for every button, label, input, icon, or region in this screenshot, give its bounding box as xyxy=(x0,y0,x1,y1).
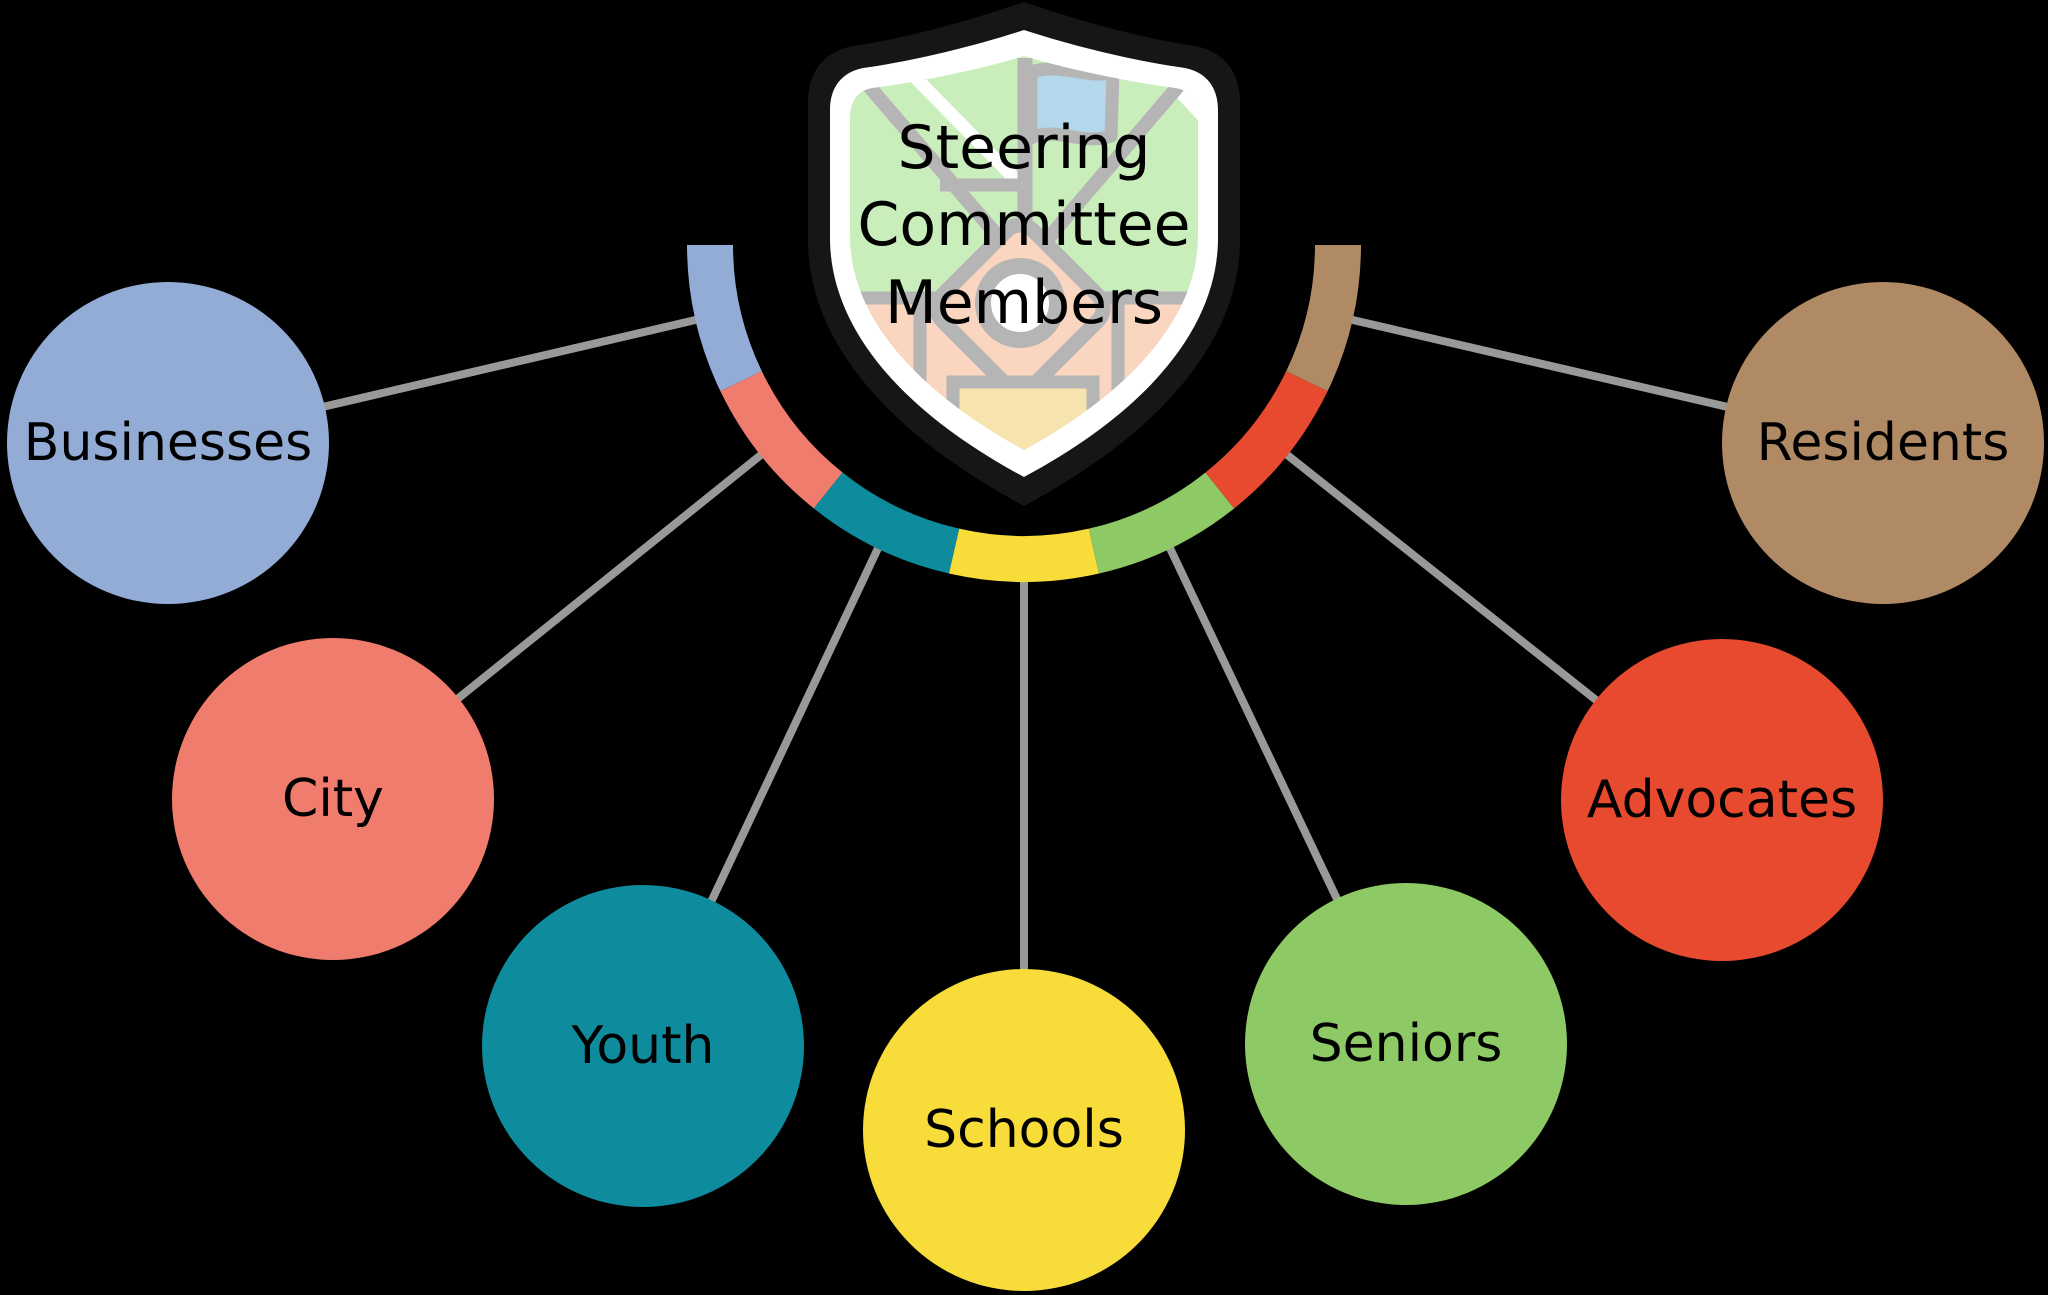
arc-segment-seniors xyxy=(1088,472,1235,574)
member-circle-seniors xyxy=(1245,883,1567,1205)
arc-ring xyxy=(687,244,1361,582)
member-circle-city xyxy=(172,638,494,960)
arc-segment-advocates xyxy=(1205,370,1328,509)
member-circle-youth xyxy=(482,885,804,1207)
title-line-1: Steering xyxy=(898,113,1151,183)
shield-badge: Steering Committee Members xyxy=(808,2,1240,506)
shield-title: Steering Committee Members xyxy=(857,113,1190,338)
map-road-diagonal-left xyxy=(850,65,1014,253)
member-circle-advocates xyxy=(1561,639,1883,961)
title-line-2: Committee xyxy=(857,190,1190,260)
member-label-seniors: Seniors xyxy=(1310,1014,1503,1074)
map-flag xyxy=(1024,62,1120,146)
title-line-3: Members xyxy=(885,268,1163,338)
member-label-schools: Schools xyxy=(924,1100,1124,1160)
arc-segment-city xyxy=(720,370,843,509)
member-circle-businesses xyxy=(7,282,329,604)
arc-segment-businesses xyxy=(687,244,762,392)
map-roundabout xyxy=(975,258,1065,348)
arc-segment-youth xyxy=(813,472,960,574)
member-label-residents: Residents xyxy=(1757,413,2010,473)
member-label-city: City xyxy=(282,769,384,829)
arc-segment-residents xyxy=(1286,244,1361,392)
map-road-diagonal-right xyxy=(1034,65,1198,253)
member-label-businesses: Businesses xyxy=(24,413,312,473)
member-circle-residents xyxy=(1722,282,2044,604)
member-label-youth: Youth xyxy=(571,1016,715,1076)
arc-segment-schools xyxy=(948,528,1100,582)
member-circle-schools xyxy=(863,969,1185,1291)
connector-lines xyxy=(167,314,1884,1130)
member-label-advocates: Advocates xyxy=(1587,770,1857,830)
